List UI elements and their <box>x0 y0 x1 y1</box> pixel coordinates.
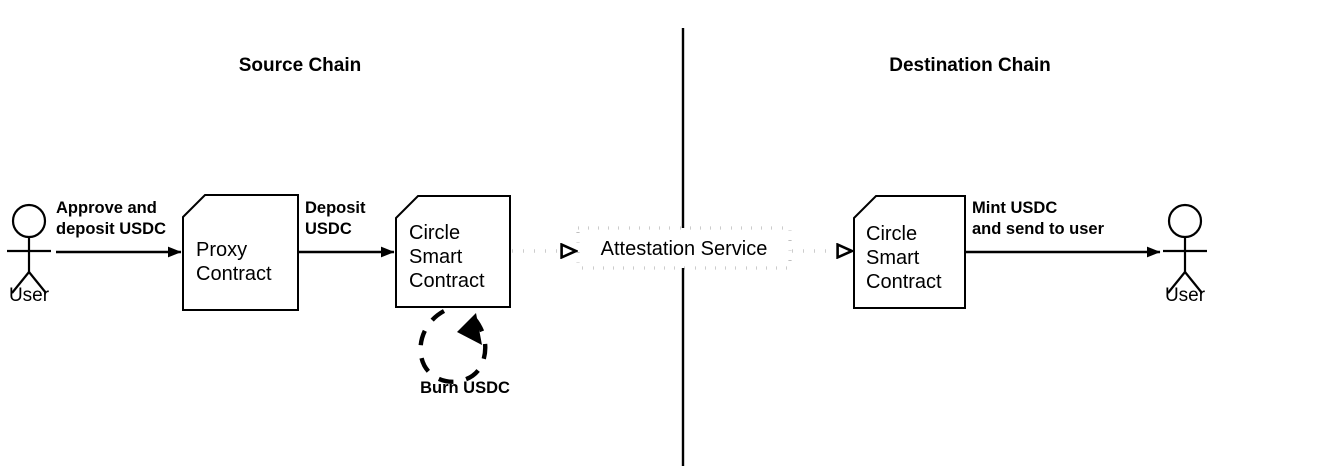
proxy-contract-label-line1: Proxy <box>196 239 248 261</box>
user-left-figure <box>7 203 51 294</box>
edge-approve-deposit-label-line2: deposit USDC <box>56 220 167 238</box>
circle-smart-contract-source-label-line2: Smart <box>409 246 463 268</box>
edge-burn-loop <box>418 309 488 384</box>
edge-burn-label: Burn USDC <box>420 379 510 397</box>
circle-smart-contract-destination-label-line2: Smart <box>866 247 920 269</box>
attestation-service-shape[interactable] <box>576 226 792 270</box>
attestation-service-label: Attestation Service <box>600 238 768 260</box>
circle-smart-contract-source-label-line1: Circle <box>409 222 461 244</box>
circle-smart-contract-source-label-line3: Contract <box>409 270 485 292</box>
edge-mint-send-label-line2: and send to user <box>972 220 1105 238</box>
source-chain-title: Source Chain <box>238 55 362 76</box>
user-right-figure <box>1163 203 1207 294</box>
edge-deposit-label-line2: USDC <box>305 220 352 238</box>
edge-mint-send-label-line1: Mint USDC <box>972 199 1058 217</box>
circle-smart-contract-source-shape[interactable] <box>395 195 511 308</box>
edge-deposit-label-line1: Deposit <box>305 199 366 217</box>
circle-smart-contract-destination-label-line1: Circle <box>866 223 918 245</box>
user-right-label: User <box>1164 285 1206 306</box>
circle-smart-contract-destination-label-line3: Contract <box>866 271 942 293</box>
destination-chain-title: Destination Chain <box>889 55 1051 76</box>
edge-approve-deposit-label-line1: Approve and <box>56 199 157 217</box>
user-left-label: User <box>8 285 50 306</box>
proxy-contract-label-line2: Contract <box>196 263 272 285</box>
